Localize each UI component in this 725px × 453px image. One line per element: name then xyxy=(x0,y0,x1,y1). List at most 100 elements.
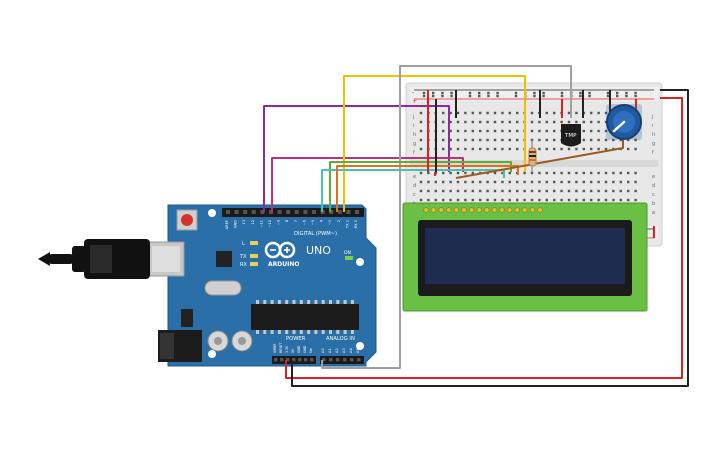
breadboard-hole[interactable] xyxy=(567,147,571,151)
wire-red-5v[interactable] xyxy=(285,97,683,379)
breadboard-hole[interactable] xyxy=(456,111,460,115)
breadboard-hole[interactable] xyxy=(479,147,482,151)
breadboard-hole[interactable] xyxy=(523,189,526,193)
breadboard-hole[interactable] xyxy=(427,198,430,202)
digital-socket[interactable] xyxy=(294,210,299,214)
breadboard-hole[interactable] xyxy=(575,198,578,202)
breadboard-hole[interactable] xyxy=(456,189,460,193)
power-socket[interactable] xyxy=(310,358,314,362)
breadboard-hole[interactable] xyxy=(545,111,548,115)
breadboard-hole[interactable] xyxy=(597,147,600,151)
tmp-sensor-icon[interactable]: TMP xyxy=(561,124,581,147)
breadboard-hole[interactable] xyxy=(464,138,467,142)
wire-gray-bottom[interactable] xyxy=(321,212,401,369)
breadboard-hole[interactable] xyxy=(479,189,482,193)
breadboard-hole[interactable] xyxy=(530,111,534,115)
breadboard-hole[interactable] xyxy=(464,111,467,115)
breadboard-hole[interactable] xyxy=(619,189,622,193)
breadboard-hole[interactable] xyxy=(575,120,578,124)
rail-hole[interactable] xyxy=(432,91,435,95)
lcd-pin[interactable] xyxy=(423,207,429,213)
breadboard-hole[interactable] xyxy=(493,120,497,124)
breadboard-hole[interactable] xyxy=(508,189,511,193)
breadboard-hole[interactable] xyxy=(449,129,452,133)
breadboard-hole[interactable] xyxy=(634,138,637,142)
breadboard-hole[interactable] xyxy=(553,189,556,193)
breadboard-hole[interactable] xyxy=(464,129,467,133)
breadboard-hole[interactable] xyxy=(493,138,497,142)
breadboard-hole[interactable] xyxy=(442,111,445,115)
breadboard-hole[interactable] xyxy=(530,198,534,202)
breadboard-hole[interactable] xyxy=(479,180,482,184)
breadboard-hole[interactable] xyxy=(604,138,608,142)
breadboard-hole[interactable] xyxy=(604,111,608,115)
breadboard-hole[interactable] xyxy=(545,120,548,124)
rail-hole[interactable] xyxy=(634,91,637,95)
breadboard-hole[interactable] xyxy=(501,129,504,133)
rail-hole[interactable] xyxy=(625,91,628,95)
rail-hole[interactable] xyxy=(514,94,518,98)
lcd-pin[interactable] xyxy=(453,207,460,213)
rail-hole[interactable] xyxy=(616,91,619,95)
breadboard-hole[interactable] xyxy=(456,171,460,175)
rail-hole[interactable] xyxy=(625,94,628,98)
breadboard-hole[interactable] xyxy=(493,189,497,193)
breadboard-hole[interactable] xyxy=(486,138,489,142)
breadboard-hole[interactable] xyxy=(612,180,615,184)
breadboard-hole[interactable] xyxy=(538,129,541,133)
breadboard-hole[interactable] xyxy=(560,189,563,193)
breadboard-hole[interactable] xyxy=(456,120,460,124)
breadboard-hole[interactable] xyxy=(523,171,526,175)
power-socket[interactable] xyxy=(298,358,302,362)
breadboard-hole[interactable] xyxy=(545,147,548,151)
breadboard-hole[interactable] xyxy=(590,147,593,151)
breadboard-hole[interactable] xyxy=(597,138,600,142)
breadboard-hole[interactable] xyxy=(582,189,585,193)
breadboard-hole[interactable] xyxy=(619,198,622,202)
rail-hole[interactable] xyxy=(560,94,564,98)
breadboard-hole[interactable] xyxy=(464,171,467,175)
breadboard-hole[interactable] xyxy=(471,147,474,151)
rail-hole[interactable] xyxy=(560,91,564,95)
breadboard-hole[interactable] xyxy=(486,189,489,193)
breadboard-hole[interactable] xyxy=(427,171,430,175)
rail-hole[interactable] xyxy=(468,94,472,98)
rail-hole[interactable] xyxy=(422,94,426,98)
breadboard-hole[interactable] xyxy=(501,138,504,142)
analog-socket[interactable] xyxy=(350,358,354,362)
breadboard-hole[interactable] xyxy=(553,111,556,115)
rail-hole[interactable] xyxy=(496,91,499,95)
breadboard-hole[interactable] xyxy=(471,180,474,184)
lcd-pin[interactable] xyxy=(491,207,498,213)
breadboard-hole[interactable] xyxy=(582,138,585,142)
digital-socket[interactable] xyxy=(355,210,359,214)
breadboard-hole[interactable] xyxy=(619,180,622,184)
breadboard-hole[interactable] xyxy=(560,147,563,151)
wire-gray-top[interactable] xyxy=(399,65,572,212)
breadboard-hole[interactable] xyxy=(590,189,593,193)
digital-socket[interactable] xyxy=(226,210,230,214)
breadboard-hole[interactable] xyxy=(530,129,534,133)
breadboard-hole[interactable] xyxy=(464,180,467,184)
breadboard-hole[interactable] xyxy=(553,138,556,142)
breadboard-hole[interactable] xyxy=(419,171,423,175)
breadboard-hole[interactable] xyxy=(597,198,600,202)
rail-hole[interactable] xyxy=(588,91,591,95)
breadboard-hole[interactable] xyxy=(442,180,445,184)
breadboard-hole[interactable] xyxy=(442,198,445,202)
analog-socket[interactable] xyxy=(329,358,333,362)
breadboard-hole[interactable] xyxy=(575,111,578,115)
breadboard-hole[interactable] xyxy=(538,147,541,151)
breadboard-hole[interactable] xyxy=(434,180,437,184)
breadboard-hole[interactable] xyxy=(538,180,541,184)
rail-hole[interactable] xyxy=(441,94,444,98)
rail-hole[interactable] xyxy=(533,94,536,98)
rail-hole[interactable] xyxy=(487,91,490,95)
lcd-module[interactable] xyxy=(402,202,648,312)
breadboard-hole[interactable] xyxy=(449,147,452,151)
breadboard-hole[interactable] xyxy=(590,120,593,124)
lcd-pin[interactable] xyxy=(461,207,467,213)
breadboard-hole[interactable] xyxy=(604,180,608,184)
breadboard-hole[interactable] xyxy=(597,129,600,133)
breadboard-hole[interactable] xyxy=(508,171,511,175)
